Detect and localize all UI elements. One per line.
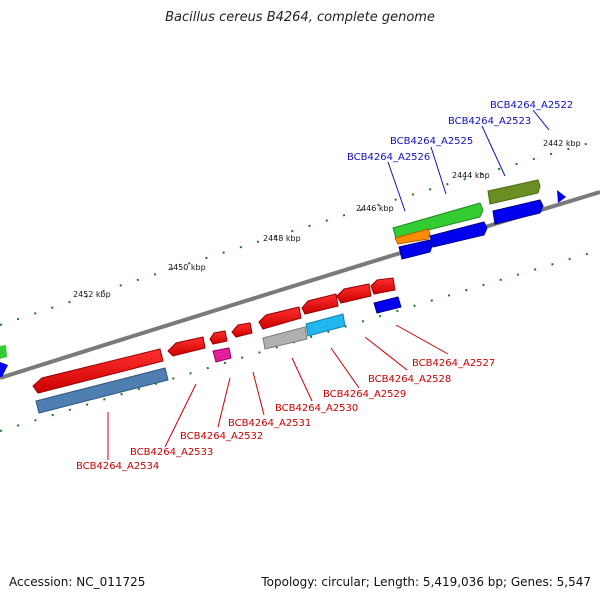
ruler-label-2444: 2444 kbp xyxy=(452,171,490,180)
gene-label-a2525[interactable]: BCB4264_A2525 xyxy=(390,136,473,147)
gene-feature-blue-d[interactable] xyxy=(557,190,566,203)
gene-label-a2529[interactable]: BCB4264_A2529 xyxy=(323,389,406,400)
gene-feature-red-2531[interactable] xyxy=(231,322,253,338)
ruler-label-2448: 2448 kbp xyxy=(263,234,301,243)
genome-summary-text: Topology: circular; Length: 5,419,036 bp… xyxy=(261,575,591,589)
gene-label-a2532[interactable]: BCB4264_A2532 xyxy=(180,431,263,442)
gene-feature-cyan-2529[interactable] xyxy=(305,313,346,337)
gene-feature-blue-edge[interactable] xyxy=(0,362,8,377)
map-title: Bacillus cereus B4264, complete genome xyxy=(165,10,435,25)
forward-leaders xyxy=(387,109,550,212)
gene-label-a2527[interactable]: BCB4264_A2527 xyxy=(412,358,495,369)
gene-feature-red-2534[interactable] xyxy=(32,348,164,394)
gene-feature-red-2532[interactable] xyxy=(209,330,228,345)
gene-feature-red-2529[interactable] xyxy=(301,293,339,315)
accession-text: Accession: NC_011725 xyxy=(9,575,146,589)
gene-label-a2523[interactable]: BCB4264_A2523 xyxy=(448,116,531,127)
gene-feature-red-2533[interactable] xyxy=(167,336,206,357)
gene-feature-blue-a[interactable] xyxy=(492,199,544,225)
gene-feature-red-2530[interactable] xyxy=(258,306,302,330)
ruler-label-2446: 2446 kbp xyxy=(356,204,394,213)
gene-feature-blue-b[interactable] xyxy=(429,221,488,248)
gene-feature-blue-2527[interactable] xyxy=(373,296,402,314)
ruler-label-2452: 2452 kbp xyxy=(73,290,111,299)
gene-feature-gray-2530[interactable] xyxy=(262,326,308,350)
gene-feature-green[interactable] xyxy=(392,202,484,239)
gene-label-a2534[interactable]: BCB4264_A2534 xyxy=(76,461,159,472)
gene-label-a2531[interactable]: BCB4264_A2531 xyxy=(228,418,311,429)
reverse-leaders xyxy=(107,324,449,460)
gene-feature-blue-c[interactable] xyxy=(398,239,433,260)
gene-feature-orange[interactable] xyxy=(394,228,431,245)
gene-feature-magenta-2532[interactable] xyxy=(212,347,232,363)
ruler-label-2442: 2442 kbp xyxy=(543,139,581,148)
gene-feature-red-2528[interactable] xyxy=(336,283,372,304)
gene-feature-olive[interactable] xyxy=(487,179,541,205)
gene-feature-red-2527[interactable] xyxy=(370,277,396,295)
gene-feature-green-edge[interactable] xyxy=(0,345,7,359)
gene-label-a2522[interactable]: BCB4264_A2522 xyxy=(490,100,573,111)
gene-label-a2533[interactable]: BCB4264_A2533 xyxy=(130,447,213,458)
gene-label-a2528[interactable]: BCB4264_A2528 xyxy=(368,374,451,385)
gene-feature-steelblue-2534[interactable] xyxy=(35,367,169,414)
gene-label-a2530[interactable]: BCB4264_A2530 xyxy=(275,403,358,414)
gene-label-a2526[interactable]: BCB4264_A2526 xyxy=(347,152,430,163)
ruler-label-2450: 2450 kbp xyxy=(168,263,206,272)
